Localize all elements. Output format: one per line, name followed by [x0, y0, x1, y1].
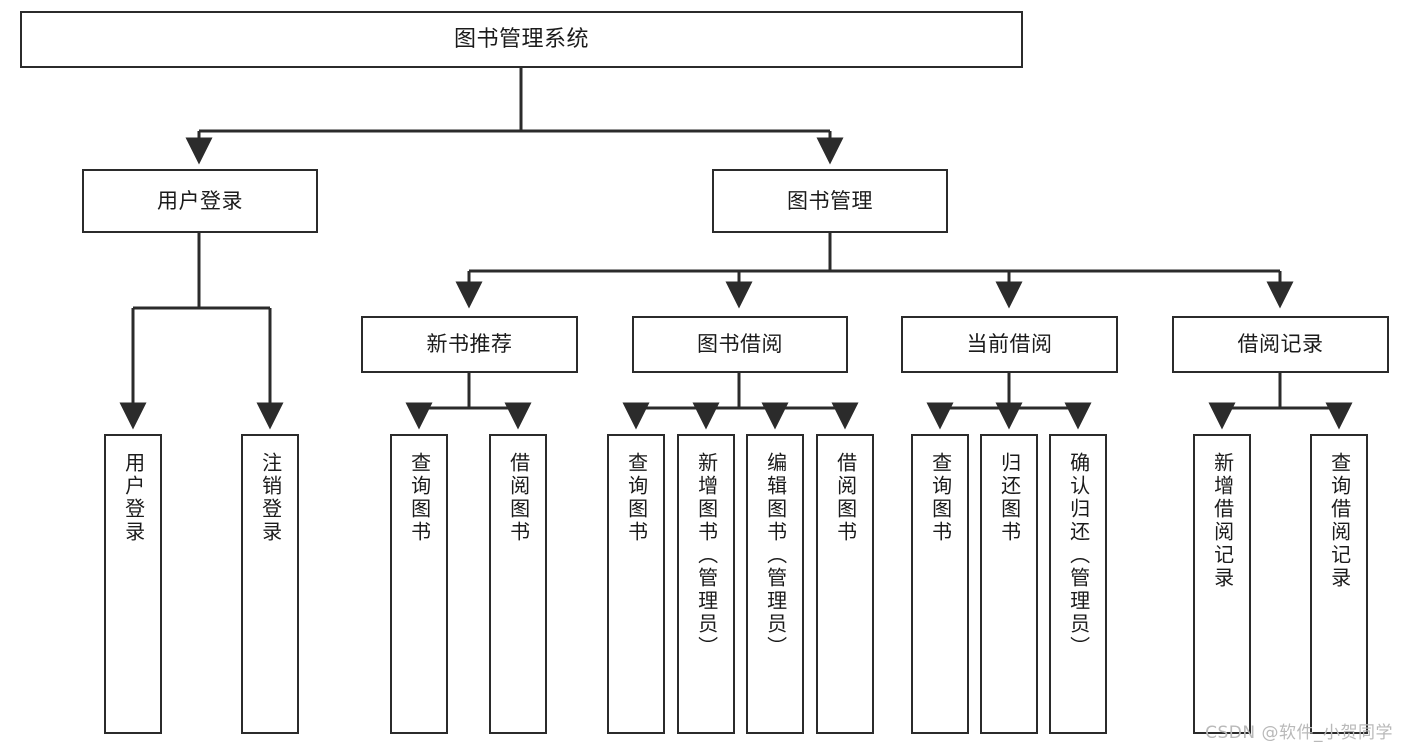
leaf-return-book[interactable]: 归还图书 — [980, 434, 1038, 734]
leaf-confirm-return-label: 确认归还（管理员） — [1066, 452, 1091, 659]
leaf-user-login-label: 用户登录 — [121, 452, 146, 544]
node-root-system[interactable]: 图书管理系统 — [20, 11, 1023, 68]
leaf-edit-book[interactable]: 编辑图书（管理员） — [746, 434, 804, 734]
leaf-borrow-book-1[interactable]: 借阅图书 — [489, 434, 547, 734]
leaf-borrow-book-2[interactable]: 借阅图书 — [816, 434, 874, 734]
leaf-add-record-label: 新增借阅记录 — [1210, 452, 1235, 590]
csdn-watermark: CSDN @软件_小贺同学 — [1205, 723, 1393, 743]
leaf-user-login[interactable]: 用户登录 — [104, 434, 162, 734]
leaf-query-record[interactable]: 查询借阅记录 — [1310, 434, 1368, 734]
leaf-confirm-return[interactable]: 确认归还（管理员） — [1049, 434, 1107, 734]
leaf-add-book[interactable]: 新增图书（管理员） — [677, 434, 735, 734]
node-borrow-record-label: 借阅记录 — [1237, 332, 1324, 357]
leaf-query-book-2-label: 查询图书 — [624, 452, 649, 544]
leaf-add-book-label: 新增图书（管理员） — [694, 452, 719, 659]
node-root-system-label: 图书管理系统 — [453, 26, 589, 52]
node-current-borrow[interactable]: 当前借阅 — [901, 316, 1118, 373]
node-new-book-recommend[interactable]: 新书推荐 — [361, 316, 578, 373]
leaf-query-book-3-label: 查询图书 — [928, 452, 953, 544]
node-book-borrow[interactable]: 图书借阅 — [632, 316, 848, 373]
node-book-borrow-label: 图书借阅 — [697, 332, 783, 357]
leaf-query-book-3[interactable]: 查询图书 — [911, 434, 969, 734]
node-user-login-label: 用户登录 — [157, 188, 243, 213]
leaf-query-record-label: 查询借阅记录 — [1327, 452, 1352, 590]
leaf-logout[interactable]: 注销登录 — [241, 434, 299, 734]
leaf-borrow-book-2-label: 借阅图书 — [833, 452, 858, 544]
leaf-logout-label: 注销登录 — [258, 452, 283, 544]
leaf-query-book-1-label: 查询图书 — [407, 452, 432, 544]
leaf-add-record[interactable]: 新增借阅记录 — [1193, 434, 1251, 734]
node-user-login[interactable]: 用户登录 — [82, 169, 318, 233]
leaf-return-book-label: 归还图书 — [997, 452, 1022, 544]
node-book-manage-label: 图书管理 — [787, 188, 873, 213]
leaf-query-book-1[interactable]: 查询图书 — [390, 434, 448, 734]
node-borrow-record[interactable]: 借阅记录 — [1172, 316, 1389, 373]
leaf-borrow-book-1-label: 借阅图书 — [506, 452, 531, 544]
leaf-edit-book-label: 编辑图书（管理员） — [763, 452, 788, 659]
node-new-book-recommend-label: 新书推荐 — [426, 332, 513, 357]
node-current-borrow-label: 当前借阅 — [966, 332, 1053, 357]
leaf-query-book-2[interactable]: 查询图书 — [607, 434, 665, 734]
node-book-manage[interactable]: 图书管理 — [712, 169, 948, 233]
